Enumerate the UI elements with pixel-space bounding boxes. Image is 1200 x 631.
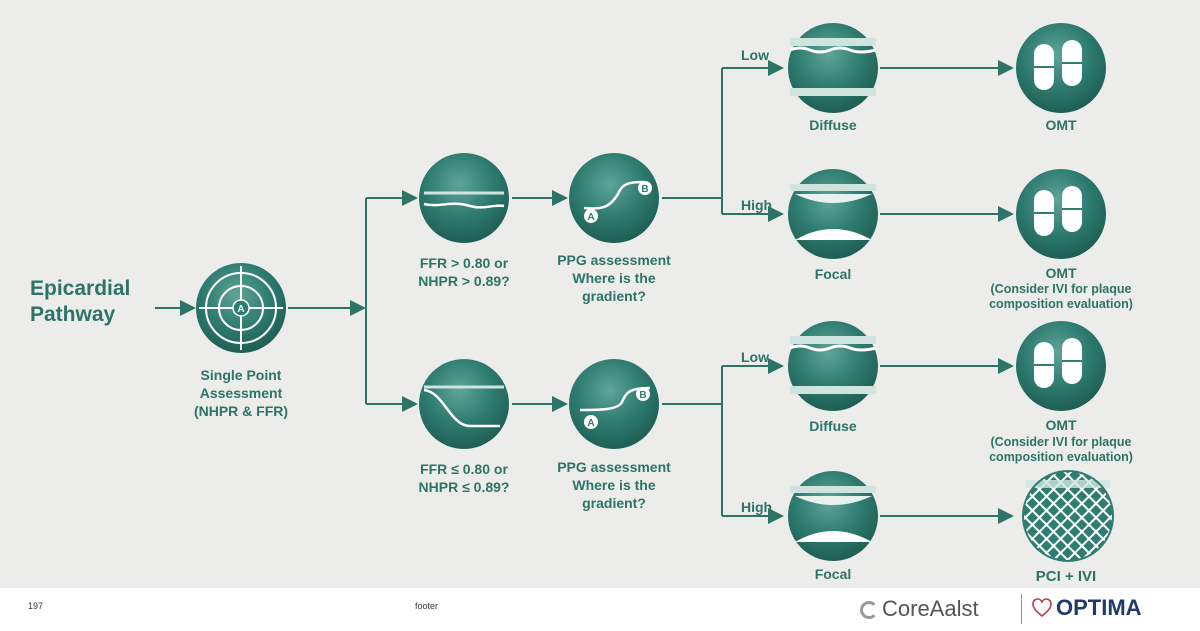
focal-label-lower: Focal (814, 566, 852, 582)
ppg-label-lower: PPG assessment Where is the gradient? (557, 459, 671, 511)
diffuse-label-upper: Diffuse (809, 117, 857, 133)
single-point-label: Single Point Assessment (NHPR & FFR) (193, 367, 289, 419)
gradient-low-label-upper: Low (741, 47, 769, 63)
corealst-logo: CoreAalst (860, 596, 979, 622)
heart-icon (1032, 598, 1052, 618)
gradient-low-label-lower: Low (741, 349, 769, 365)
ppg-curve-icon-upper (569, 153, 659, 243)
outcome-omt-2: OMT (1045, 265, 1077, 281)
drop-pressure-icon (419, 359, 509, 449)
logo-divider (1021, 594, 1022, 624)
diffuse-vessel-icon-upper (788, 23, 878, 113)
ppg-marker-a-lower: A (587, 418, 594, 429)
ppg-marker-b-lower: B (639, 390, 646, 401)
connectors (155, 60, 1014, 524)
outcome-consider-note-2: (Consider IVI for plaque composition eva… (989, 282, 1133, 311)
page-number: 197 (28, 601, 44, 611)
focal-vessel-icon-lower (788, 471, 878, 561)
ppg-marker-a-upper: A (587, 212, 594, 223)
outcome-pci: PCI + IVI (1035, 568, 1097, 585)
optima-logo: OPTIMA (1032, 595, 1142, 621)
footer-bar: 197 footer CoreAalst OPTIMA (0, 588, 1200, 631)
pill-icon-2 (1016, 169, 1106, 259)
ppg-label-upper: PPG assessment Where is the gradient? (557, 252, 671, 304)
start-title-line2: Pathway (30, 303, 116, 326)
ppg-curve-icon-lower (569, 359, 659, 449)
focal-label-upper: Focal (814, 266, 852, 282)
branch-upper-label: FFR > 0.80 or NHPR > 0.89? (418, 255, 510, 289)
single-point-marker: A (237, 304, 244, 315)
diffuse-label-lower: Diffuse (809, 418, 857, 434)
start-title: Epicardial Pathway (30, 276, 130, 328)
pathway-diagram: A (155, 23, 1114, 562)
flat-pressure-icon (419, 153, 509, 243)
outcome-omt-1: OMT (1045, 117, 1077, 133)
start-title-line1: Epicardial (30, 277, 131, 300)
footer-text: footer (415, 601, 439, 611)
gradient-high-label-upper: High (741, 197, 773, 213)
stent-mesh-icon (1022, 470, 1114, 562)
gradient-high-label-lower: High (741, 499, 773, 515)
corealst-logo-icon (860, 601, 878, 619)
diffuse-vessel-icon-lower (788, 321, 878, 411)
slide: A (30, 23, 1133, 585)
single-point-target-icon (196, 263, 286, 353)
pill-icon-3 (1016, 321, 1106, 411)
pill-icon-1 (1016, 23, 1106, 113)
outcome-consider-note-3: (Consider IVI for plaque composition eva… (989, 435, 1133, 464)
ppg-marker-b-upper: B (641, 184, 648, 195)
branch-lower-label: FFR ≤ 0.80 or NHPR ≤ 0.89? (418, 461, 510, 495)
outcome-omt-3: OMT (1045, 417, 1077, 433)
focal-vessel-icon-upper (788, 169, 878, 259)
